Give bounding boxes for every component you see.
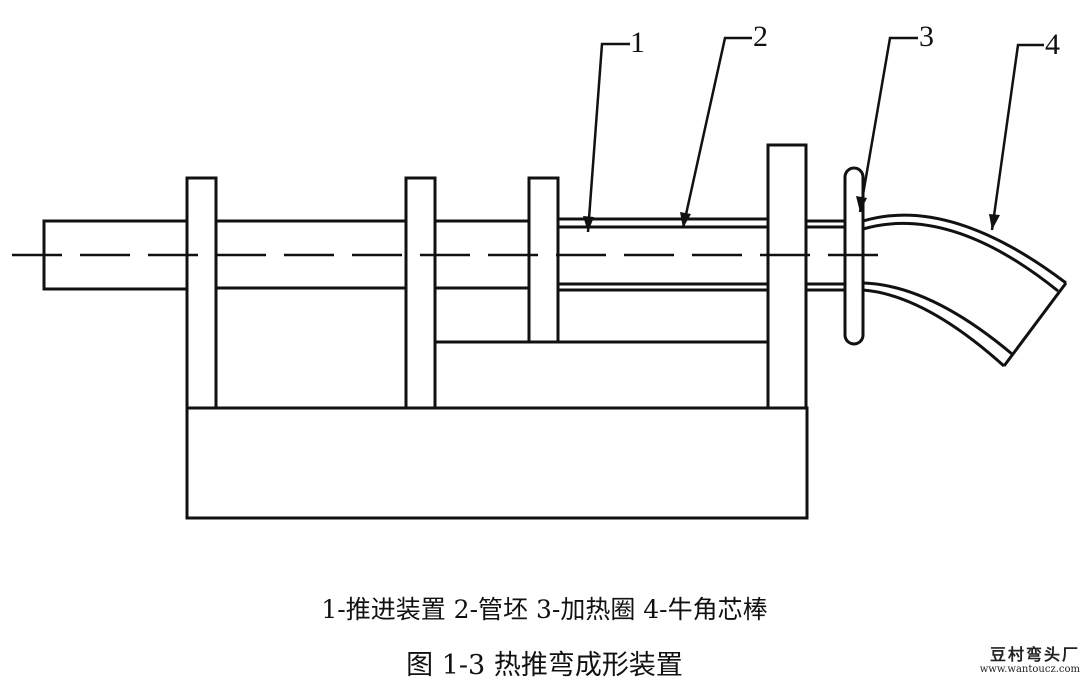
figure-title: 图 1-3 热推弯成形装置 [406,650,683,681]
watermark-name: 豆村弯头厂 [989,645,1080,664]
horn-mandrel-outer-bottom [862,288,1006,368]
support-post-1 [185,176,218,410]
arrowhead-2 [680,212,691,228]
callout-4: 4 [1045,28,1060,61]
watermark-url: www.wantoucz.com [979,664,1080,675]
arrowhead-4 [989,214,1000,230]
arrowhead-1 [583,216,594,232]
horn-mandrel-inner-top [862,221,1059,293]
leader-line-1 [586,42,630,233]
horn-mandrel-outer-top [862,213,1067,285]
callout-3: 3 [919,20,934,53]
horn-mandrel-inner-bottom [862,281,1013,356]
horn-mandrel-end [1002,282,1068,367]
support-post-3 [527,176,560,344]
watermark: 豆村弯头厂 www.wantoucz.com [968,646,1080,676]
callout-2: 2 [753,20,768,53]
parts-legend: 1-推进装置 2-管坯 3-加热圈 4-牛角芯棒 [321,595,768,624]
base-block [185,406,809,520]
support-post-2 [404,176,437,410]
guide-frame [433,340,770,410]
leader-line-4 [990,43,1044,231]
arrowhead-3 [856,196,867,212]
leader-line-2 [681,36,752,229]
support-post-4 [766,143,808,410]
callout-1: 1 [630,26,645,59]
leader-line-3 [858,36,918,213]
